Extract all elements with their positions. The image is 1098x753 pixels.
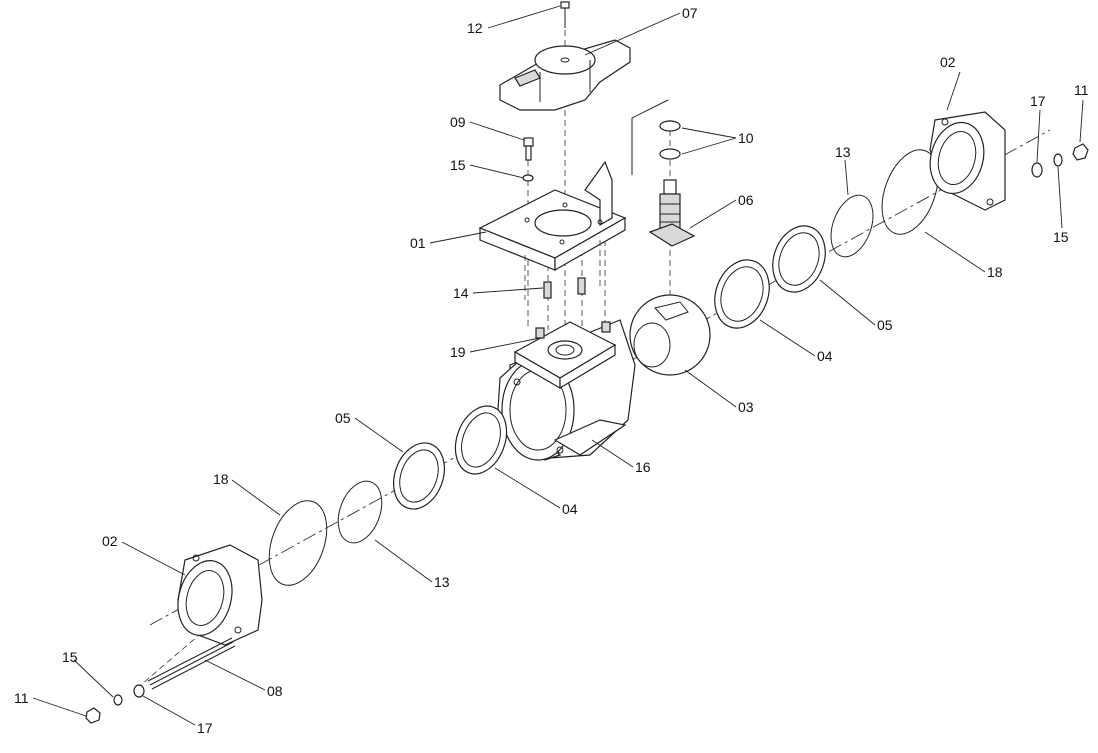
- label-13-right: 13: [835, 144, 851, 160]
- part-13-gasket-left: [337, 480, 383, 544]
- part-02-end-cap-right: [929, 111, 1006, 211]
- label-05-left: 05: [335, 410, 351, 426]
- part-05-seal-left: [393, 442, 445, 510]
- label-04-left: 04: [562, 501, 578, 517]
- part-06-stem: [648, 179, 696, 247]
- label-11-right: 11: [1074, 82, 1089, 98]
- label-10: 10: [738, 130, 754, 146]
- part-01-bracket: [478, 160, 627, 300]
- part-11-nut-right: [1072, 143, 1089, 161]
- part-13-gasket-right: [830, 194, 874, 258]
- part-02-end-cap-left: [177, 544, 263, 646]
- part-14-setscrew-left: [543, 281, 552, 299]
- stem-offset-line: [631, 99, 669, 175]
- label-15-top: 15: [450, 157, 466, 173]
- part-11-nut-left: [85, 707, 101, 724]
- label-15-right: 15: [1053, 229, 1069, 245]
- label-06: 06: [738, 192, 754, 208]
- label-18-left: 18: [213, 471, 229, 487]
- label-12: 12: [467, 20, 483, 36]
- label-05-right: 05: [877, 317, 893, 333]
- part-03-ball: [629, 294, 711, 376]
- part-10-oring-upper: [659, 120, 681, 132]
- part-17-washer-left: [133, 684, 145, 698]
- label-19: 19: [450, 344, 466, 360]
- part-19-mounting-pad: [513, 321, 617, 390]
- part-14-setscrew-right: [577, 277, 586, 295]
- part-07-lever-handle: [499, 39, 631, 111]
- part-18-oring-left: [268, 500, 328, 586]
- label-09: 09: [450, 114, 466, 130]
- part-08-tie-rod: [147, 637, 236, 690]
- part-17-washer-right: [1031, 162, 1043, 178]
- label-03: 03: [738, 399, 754, 415]
- part-labels: 12 07 09 15 01 10 06 14 19 03 16 04 05 0…: [14, 5, 1089, 736]
- label-02-right: 02: [940, 54, 956, 70]
- label-13-left: 13: [434, 574, 450, 590]
- label-11-left: 11: [14, 690, 29, 706]
- label-07: 07: [682, 5, 698, 21]
- label-17-right: 17: [1030, 93, 1046, 109]
- part-15-washer-top: [522, 174, 534, 182]
- label-04-right: 04: [817, 348, 833, 364]
- part-15-washer-left: [113, 694, 123, 706]
- label-18-right: 18: [987, 264, 1003, 280]
- label-17-left: 17: [197, 720, 213, 736]
- label-14: 14: [453, 285, 469, 301]
- part-04-seat-right: [714, 259, 770, 329]
- label-15-left: 15: [62, 649, 78, 665]
- part-04-seat-left: [454, 405, 508, 475]
- label-01: 01: [410, 235, 426, 251]
- part-15-washer-right: [1053, 153, 1063, 167]
- part-05-seal-right: [772, 225, 826, 293]
- leader-lines: [32, 5, 1084, 726]
- label-02-left: 02: [102, 533, 118, 549]
- part-10-oring-lower: [659, 148, 681, 160]
- part-09-bolt: [523, 137, 534, 161]
- label-16: 16: [635, 459, 651, 475]
- part-18-oring-right: [881, 149, 939, 235]
- label-08: 08: [267, 683, 283, 699]
- part-12-screw: [560, 1, 570, 28]
